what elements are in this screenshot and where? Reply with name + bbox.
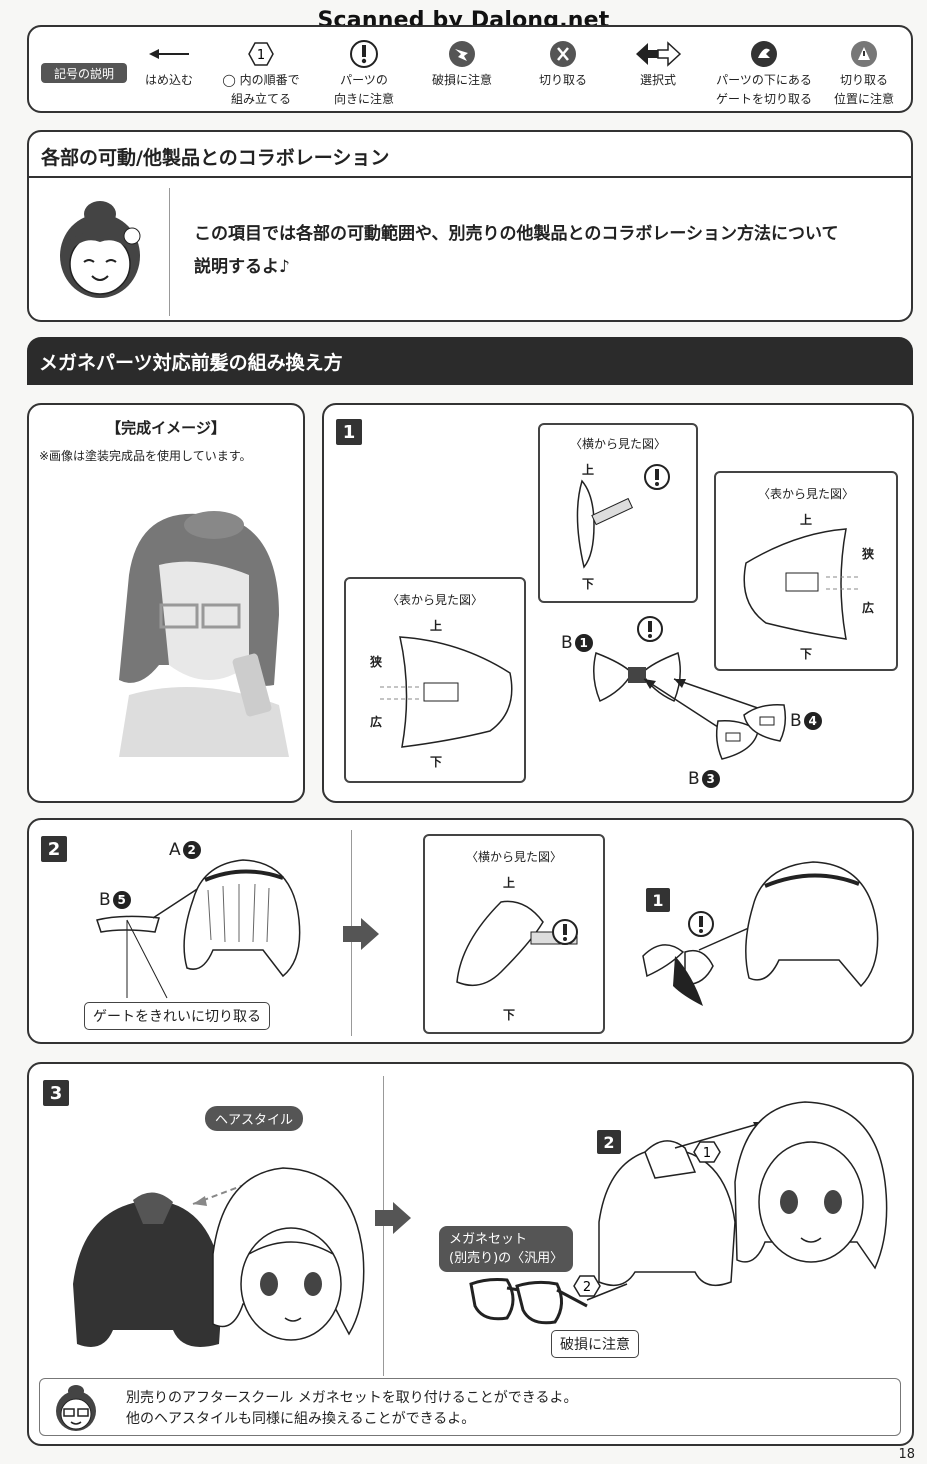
glasses-part <box>469 1278 628 1325</box>
front-view-callout-right: 〈表から見た図〉 上 狭 広 下 <box>714 471 898 671</box>
exclamation-circle-icon <box>643 463 671 495</box>
glasses-set-tag: メガネセット (別売り)の〈汎用〉 <box>439 1226 574 1272</box>
mascot-glasses-avatar <box>50 1383 102 1433</box>
side-view-part <box>576 479 634 569</box>
hairstyle-tag: ヘアスタイル <box>205 1106 304 1131</box>
next-arrow-icon <box>373 1200 413 1240</box>
legend-item-under-gate: パーツの下にある ゲートを切り取る <box>709 37 819 109</box>
legend-item-break: 破損に注意 <box>407 37 517 90</box>
legend-item-order: 1 ◯ 内の順番で 組み立てる <box>206 37 316 109</box>
legend-item-cut: 切り取る <box>508 37 618 90</box>
legend-item-fit: はめ込む <box>114 37 224 90</box>
intro-text: この項目では各部の可動範囲や、別売りの他製品とのコラボレーション方法について 説… <box>194 224 839 277</box>
bow-to-hair-drawing <box>642 861 879 1006</box>
order-hexagon-icon: 1 <box>693 1140 721 1168</box>
side-view-callout: 〈横から見た図〉 上 下 <box>423 834 605 1034</box>
divider <box>169 188 170 316</box>
svg-text:1: 1 <box>257 48 265 63</box>
break-caution-icon <box>407 37 517 71</box>
ref-step-number: 2 <box>597 1130 621 1154</box>
gate-note: ゲートをきれいに切り取る <box>84 1002 270 1030</box>
hair-front-drawing <box>96 859 301 978</box>
legend-tag: 記号の説明 <box>41 63 127 83</box>
hairstyle-swap-drawing <box>73 1167 365 1347</box>
front-view-callout-left: 〈表から見た図〉 上 狭 広 下 <box>344 577 526 783</box>
mascot-avatar <box>44 196 156 308</box>
double-arrow-icon <box>603 37 713 71</box>
exclamation-circle-icon <box>309 37 419 71</box>
footer-note: 別売りのアフタースクール メガネセットを取り付けることができるよ。 他のヘアスタ… <box>39 1378 901 1436</box>
complete-image-note: ※画像は塗装完成品を使用しています。 <box>39 449 252 463</box>
footer-text: 別売りのアフタースクール メガネセットを取り付けることができるよ。 他のヘアスタ… <box>126 1390 578 1427</box>
step1-panel: 1 〈横から見た図〉 上 下 〈表から見た図〉 上 狭 広 下 〈表から見た図〉… <box>322 403 914 803</box>
symbol-legend: 記号の説明 はめ込む 1 ◯ 内の順番で 組み立てる パーツの 向きに注意 破損… <box>27 25 913 113</box>
under-gate-cut-icon <box>709 37 819 71</box>
legend-item-cut-position: 切り取る 位置に注意 <box>809 37 919 109</box>
figure-photo <box>99 495 299 757</box>
step-number: 2 <box>41 836 67 862</box>
exclamation-circle-icon <box>551 918 579 950</box>
legend-item-direction: パーツの 向きに注意 <box>309 37 419 109</box>
part-b4 <box>743 703 787 742</box>
part-b3 <box>715 719 759 760</box>
section-title-bar: メガネパーツ対応前髪の組み換え方 <box>27 337 913 385</box>
next-arrow-icon <box>341 916 381 956</box>
left-arrow-icon <box>114 37 224 71</box>
complete-image-panel: 【完成イメージ】 ※画像は塗装完成品を使用しています。 <box>27 403 305 803</box>
svg-text:2: 2 <box>583 1280 591 1295</box>
collaboration-section: 各部の可動/他製品とのコラボレーション <box>27 130 913 322</box>
nipper-cut-icon <box>508 37 618 71</box>
step-number: 3 <box>43 1080 69 1106</box>
page-number: 18 <box>898 1447 915 1462</box>
legend-item-select: 選択式 <box>603 37 713 90</box>
svg-text:1: 1 <box>703 1146 711 1161</box>
step-number: 1 <box>336 419 362 445</box>
section-title: 各部の可動/他製品とのコラボレーション <box>29 132 911 178</box>
order-hexagon-icon: 2 <box>573 1274 601 1302</box>
side-view-callout: 〈横から見た図〉 上 下 <box>538 423 698 603</box>
hexagon-number-icon: 1 <box>206 37 316 71</box>
exclamation-circle-icon <box>687 910 715 942</box>
cut-position-icon <box>809 37 919 71</box>
step3-panel: 3 ヘアスタイル 2 1 メガネセット (別売り)の〈汎用〉 <box>27 1062 914 1446</box>
bow-part <box>593 651 681 703</box>
complete-image-title: 【完成イメージ】 <box>106 419 226 437</box>
glasses-attach-drawing <box>598 1101 888 1287</box>
ref-step-number: 1 <box>646 888 670 912</box>
exclamation-circle-icon <box>636 615 664 647</box>
break-caution-note: 破損に注意 <box>551 1330 639 1358</box>
